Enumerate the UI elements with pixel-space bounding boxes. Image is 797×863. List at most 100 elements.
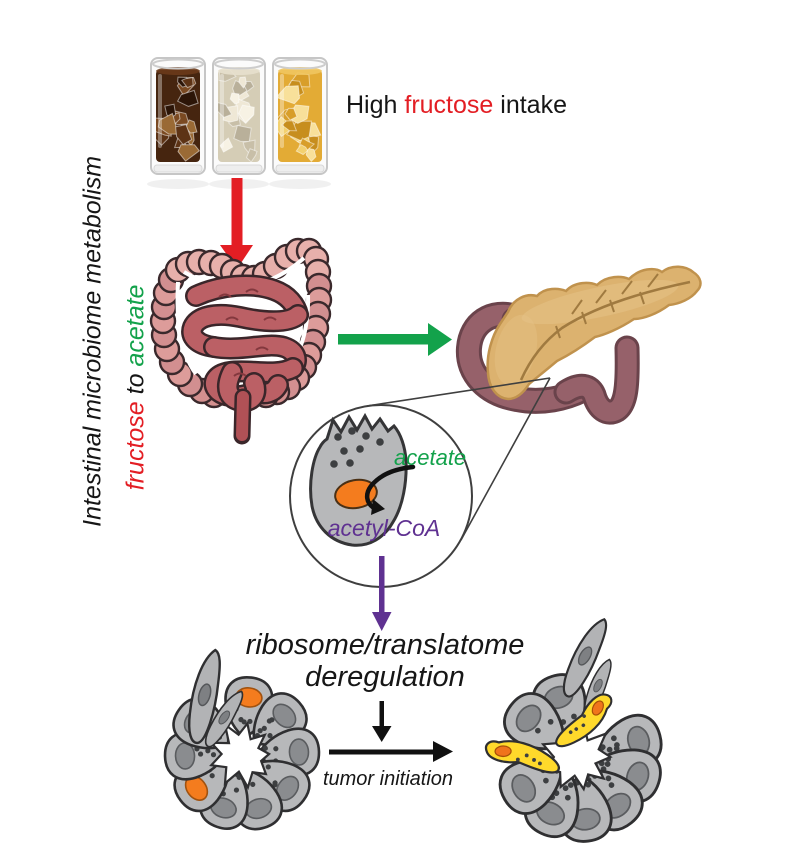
granule-dot bbox=[273, 746, 279, 752]
duct-branch bbox=[621, 280, 633, 295]
intestine-fold bbox=[225, 316, 239, 321]
glass-liquid bbox=[278, 70, 322, 162]
acinar-cell bbox=[498, 758, 564, 815]
deregulation-label-line2: deregulation bbox=[305, 661, 465, 693]
tumor-arrow-head bbox=[433, 741, 453, 762]
side-fructose: fructose bbox=[121, 401, 150, 491]
granule-dot bbox=[265, 764, 271, 770]
granule-dot bbox=[608, 782, 615, 788]
gray-nucleus bbox=[515, 704, 542, 733]
green-right-arrow bbox=[338, 323, 452, 356]
glass-shine bbox=[158, 74, 162, 148]
side-acetate: acetate bbox=[121, 284, 150, 367]
granule-dot bbox=[562, 785, 569, 792]
ice-chunk bbox=[219, 137, 234, 153]
soda-glasses-illustration bbox=[147, 57, 331, 189]
ice-chunk bbox=[181, 77, 194, 89]
small-intestine bbox=[181, 274, 309, 412]
granule-dot bbox=[532, 758, 536, 762]
cone-line-top bbox=[366, 377, 551, 407]
duct-branch bbox=[595, 289, 607, 304]
green-arrow-stem bbox=[338, 334, 430, 345]
ice-chunk bbox=[281, 120, 298, 132]
ice-chunk bbox=[176, 89, 199, 107]
acetate-label: acetate bbox=[394, 445, 467, 470]
title-fructose: fructose bbox=[404, 91, 494, 119]
black-down-arrow-head bbox=[372, 726, 392, 742]
ice-chunk bbox=[238, 104, 255, 124]
granule-dot bbox=[585, 781, 592, 788]
cone-line-bottom bbox=[460, 377, 551, 541]
granule-dot bbox=[567, 782, 574, 788]
acetate-uptake-arrow bbox=[364, 464, 416, 511]
granule-dot bbox=[574, 727, 579, 731]
granule-dot bbox=[537, 761, 542, 766]
acetate-uptake-arrow-head bbox=[371, 499, 385, 515]
duct-branch bbox=[647, 273, 659, 288]
granule-dot bbox=[606, 746, 613, 753]
granule-dot bbox=[267, 733, 273, 739]
spindle-nucleus bbox=[197, 683, 212, 707]
ice-chunk bbox=[238, 76, 247, 89]
granule-dot bbox=[266, 718, 272, 724]
glass-liquid bbox=[218, 70, 260, 162]
granule-dot bbox=[524, 753, 529, 758]
granule-dot bbox=[604, 761, 611, 767]
purple-arrow-stem bbox=[379, 556, 385, 612]
title-post: intake bbox=[493, 91, 567, 119]
normal-acinus-illustration bbox=[163, 648, 321, 831]
glass-shadow bbox=[269, 179, 331, 189]
ice-chunk bbox=[295, 143, 309, 156]
glass-shine bbox=[280, 74, 284, 148]
glass-shadow bbox=[147, 179, 209, 189]
granule-dot bbox=[247, 718, 253, 725]
tumor-nucleus bbox=[494, 745, 512, 758]
granule-dot bbox=[547, 718, 554, 725]
duct-branch bbox=[639, 291, 645, 305]
granule-dot bbox=[515, 757, 520, 762]
duodenum bbox=[458, 304, 592, 411]
glass-shine bbox=[220, 74, 224, 148]
granule-dot bbox=[571, 713, 577, 720]
glass-rim bbox=[214, 58, 264, 70]
acinus-lumen bbox=[540, 720, 613, 792]
ice-chunk bbox=[245, 148, 258, 162]
side-label-line1: Intestinal microbiome metabolism bbox=[78, 155, 107, 527]
purple-arrow-head bbox=[372, 612, 392, 631]
tumor-cell bbox=[484, 740, 560, 774]
granule-dot bbox=[568, 730, 573, 734]
granule-dot bbox=[334, 433, 342, 441]
granule-dot bbox=[614, 742, 620, 748]
granule-dot bbox=[340, 447, 348, 455]
tumor-arrow-stem bbox=[329, 749, 433, 755]
spindle-nucleus bbox=[577, 646, 593, 666]
rectum-stub bbox=[236, 391, 249, 441]
ice-chunk bbox=[218, 101, 233, 118]
granule-dot bbox=[250, 781, 256, 787]
glass-base bbox=[153, 164, 203, 173]
transformed-acinus-illustration bbox=[484, 617, 663, 843]
granule-dot bbox=[210, 752, 217, 758]
ice-chunk bbox=[229, 92, 240, 105]
duct-branch bbox=[571, 299, 583, 315]
granule-dot bbox=[262, 745, 268, 751]
ice-chunk bbox=[233, 124, 252, 143]
pancreatic-duct bbox=[519, 280, 691, 381]
golden-soda-glass bbox=[269, 57, 331, 189]
spindle-cell bbox=[562, 617, 608, 698]
ice-chunk bbox=[157, 112, 179, 135]
mesentery-line bbox=[175, 281, 198, 376]
spindle-nucleus bbox=[218, 710, 231, 725]
tumor-initiation-arrow bbox=[329, 741, 453, 762]
duct-branch bbox=[581, 311, 587, 325]
gray-nucleus bbox=[511, 774, 537, 803]
intestine-illustration bbox=[149, 237, 333, 445]
glass-base bbox=[215, 164, 263, 173]
acetyl-coa-label: acetyl-CoA bbox=[327, 515, 441, 541]
red-down-arrow bbox=[220, 178, 253, 269]
deregulation-down-arrow bbox=[372, 701, 392, 742]
granule-dot bbox=[376, 438, 384, 446]
black-down-arrow-stem bbox=[379, 701, 384, 726]
granule-dot bbox=[205, 748, 211, 754]
intestine-fold bbox=[218, 293, 232, 298]
